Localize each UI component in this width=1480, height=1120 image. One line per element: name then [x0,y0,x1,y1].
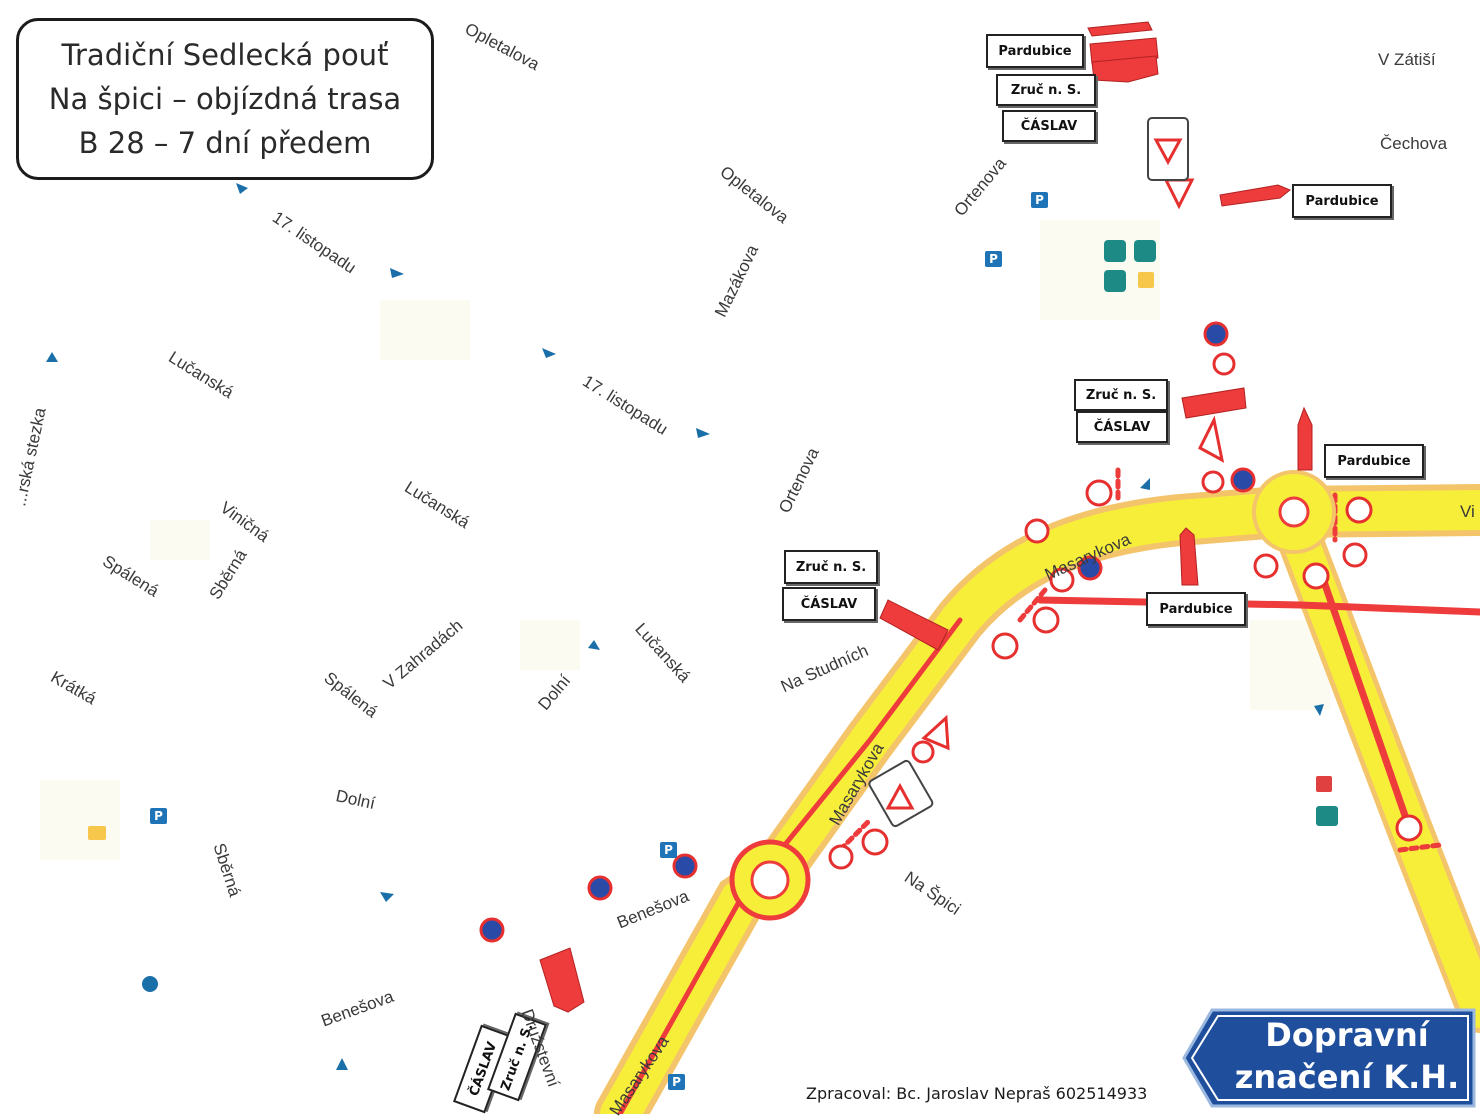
sign-caslav-north: ČÁSLAV [1002,110,1096,142]
sign-caslav-mid: ČÁSLAV [1076,411,1168,443]
parking-icon: P [1031,192,1048,208]
no-entry-sign-icon [1302,562,1330,590]
detour-arrow-up [1297,406,1313,471]
direction-markers [46,183,1324,1070]
street-label-v-zatisi: V Zátiší [1378,50,1436,69]
street-label-vinicni-edge: Vi [1460,502,1475,521]
title-line-1: Tradiční Sedlecká pouť [61,38,389,72]
logo-text: Dopravní značení K.H. [1222,1014,1472,1098]
no-parking-sign-icon [1203,321,1229,347]
no-entry-sign-icon [1032,606,1060,634]
sign-pardubice-roundabout: Pardubice [1324,444,1424,478]
detour-arrow-mid [1181,387,1247,419]
warning-sign-icon [1198,415,1225,463]
turn-sign-icon [1253,553,1279,579]
give-way-sign-icon [1163,178,1195,210]
author-credit: Zpracoval: Bc. Jaroslav Nepraš 602514933 [806,1084,1148,1103]
sign-pardubice-north: Pardubice [986,34,1084,68]
parking-icon: P [985,251,1002,267]
traffic-signs [479,117,1423,943]
no-entry-sign-icon [1085,479,1113,507]
detour-dashed-4 [1397,842,1443,853]
title-box: Tradiční Sedlecká pouť Na špici – objízd… [16,18,434,180]
warning-sign-icon [921,714,950,751]
no-parking-sign-icon [1230,467,1256,493]
shop-icon [1138,272,1154,288]
speed-limit-sign-icon [911,740,935,764]
no-parking-sign-icon [672,853,698,879]
logo-line-1: Dopravní [1265,1016,1429,1054]
turn-sign-icon [828,844,854,870]
pharmacy-icon [1104,240,1126,262]
parking-icon: P [150,808,167,824]
no-pedestrian-sign-icon [991,632,1019,660]
sign-pardubice-east: Pardubice [1292,184,1392,218]
turn-sign-icon [1049,567,1075,593]
sign-caslav-west: ČÁSLAV [782,587,876,621]
logo-sign-icon [1182,1008,1476,1108]
no-parking-sign-icon [479,917,505,943]
sign-pardubice-detour: Pardubice [1146,592,1246,626]
detour-arrow-west [879,599,949,651]
detour-line-south [1316,566,1414,834]
no-entry-sign-icon [1395,814,1423,842]
detour-arrow-north [1087,21,1153,37]
roundabout-west-island [750,860,790,900]
detour-arrow-east [1219,184,1291,207]
hospital-icon [1104,270,1126,292]
detour-arrows [539,21,1313,1013]
detour-arrow-south [1179,527,1199,586]
parking-icon: P [668,1074,685,1090]
detour-routes [617,467,1480,1114]
sign-zruc-west: Zruč n. S. [784,550,878,584]
medical-icon [1316,776,1332,792]
no-entry-sign-icon [1345,496,1373,524]
roundabouts [729,470,1336,921]
street-label-cechova: Čechova [1380,134,1448,153]
vehicle-icon [1316,806,1338,826]
title-line-3: B 28 – 7 dní předem [78,126,372,160]
misc-markers [88,240,1338,992]
detour-dashed-2 [1017,587,1048,623]
detour-dashed-3 [837,817,873,853]
pharmacy-icon [1134,240,1156,262]
speed-limit-sign-icon [1201,470,1225,494]
detour-arrow-bottom [539,947,585,1013]
turn-sign-icon [1342,542,1368,568]
speed-limit-sign-icon [1212,352,1236,376]
sign-zruc-mid: Zruč n. S. [1074,379,1168,411]
roundabout-east-island [1278,496,1310,528]
logo-line-2: značení K.H. [1234,1058,1460,1096]
no-parking-sign-icon [587,875,613,901]
turn-sign-icon [1024,518,1050,544]
detour-line-east [1036,596,1480,616]
title-line-2: Na špici – objízdná trasa [48,82,402,116]
info-icon [142,976,158,992]
shop-icon [88,826,106,840]
no-parking-sign-icon [1077,555,1103,581]
no-entry-sign-icon [861,828,889,856]
detour-line-main [617,617,963,1114]
parking-icon: P [660,842,677,858]
sign-zruc-north: Zruč n. S. [996,74,1096,106]
